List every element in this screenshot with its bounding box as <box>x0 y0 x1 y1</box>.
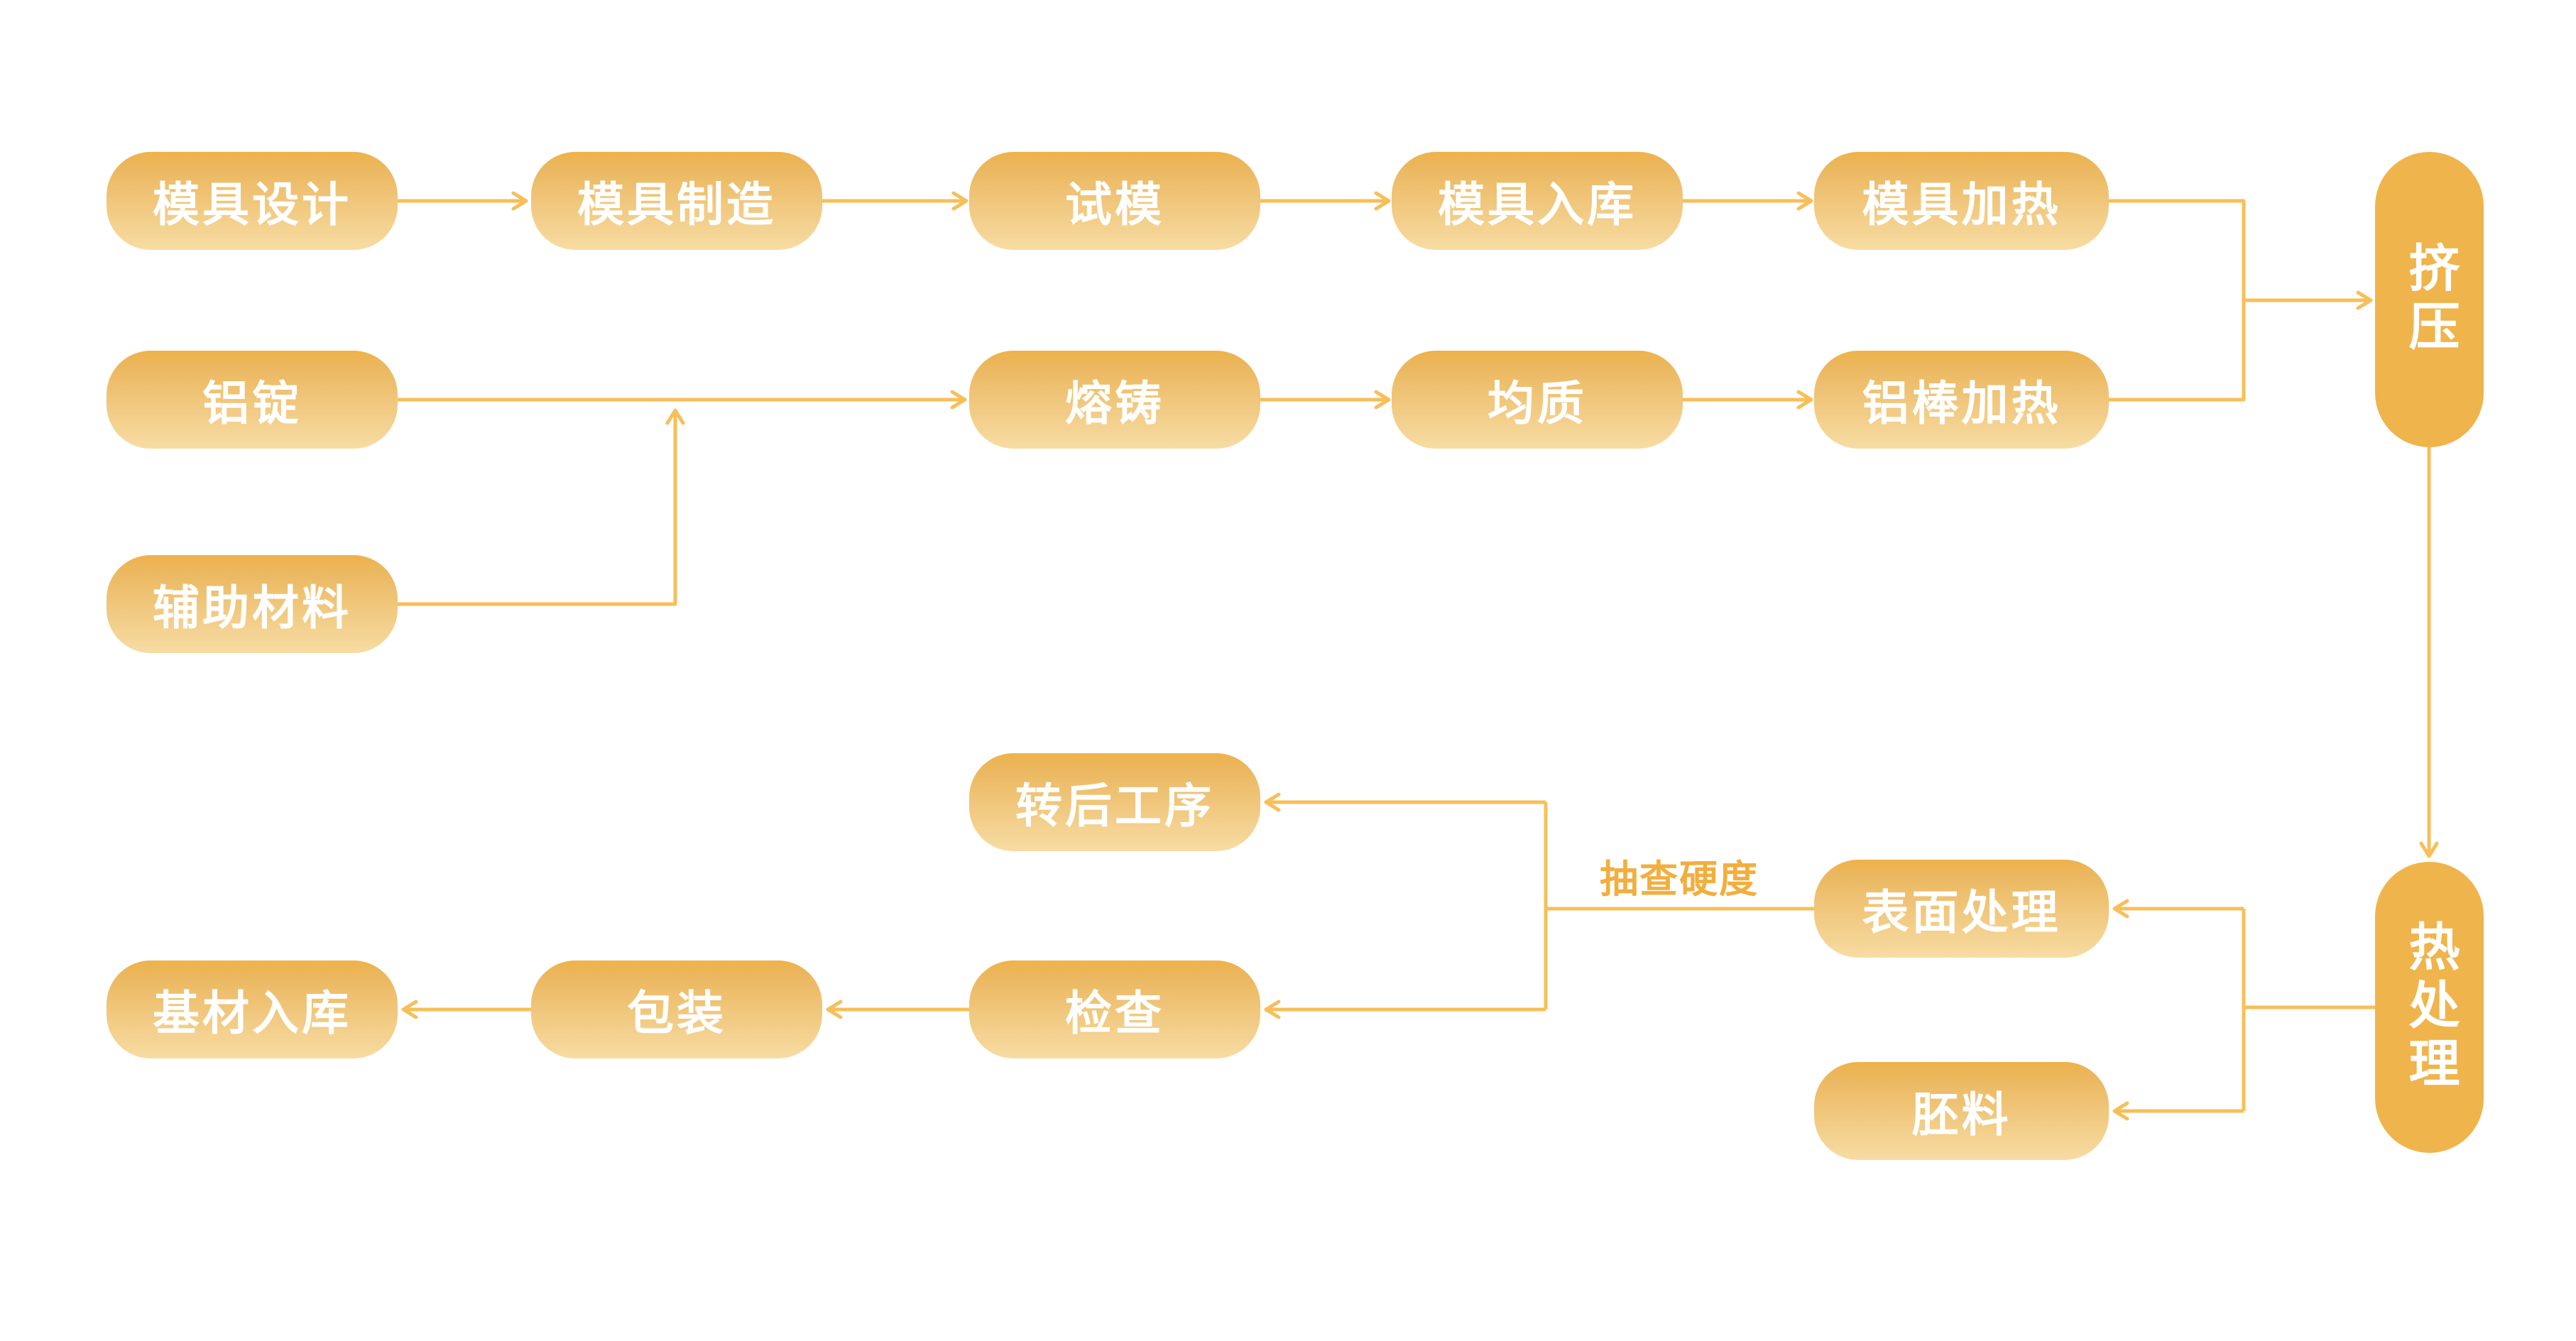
node-surface-treatment: 表面处理 <box>1814 860 2109 958</box>
node-extrusion: 挤压 <box>2375 152 2484 447</box>
node-mold-warehousing: 模具入库 <box>1392 152 1683 250</box>
node-mold-heating: 模具加热 <box>1814 152 2109 250</box>
node-auxiliary-materials: 辅助材料 <box>107 555 398 653</box>
node-aluminum-ingot: 铝锭 <box>107 351 398 449</box>
node-melting-casting: 熔铸 <box>969 351 1260 449</box>
node-inspection: 检查 <box>969 960 1260 1058</box>
node-packaging: 包装 <box>531 960 822 1058</box>
node-base-material-warehousing: 基材入库 <box>107 960 398 1058</box>
node-mold-design: 模具设计 <box>107 152 398 250</box>
node-aluminum-rod-heating: 铝棒加热 <box>1814 351 2109 449</box>
node-blank-material: 胚料 <box>1814 1062 2109 1160</box>
node-mold-manufacturing: 模具制造 <box>531 152 822 250</box>
edge-label-hardness-spot-check: 抽查硬度 <box>1600 858 1759 901</box>
node-mold-trial: 试模 <box>969 152 1260 250</box>
edge-heating-merge-junction <box>2109 199 2246 402</box>
node-heat-treatment: 热处理 <box>2375 862 2484 1153</box>
node-homogenizing: 均质 <box>1392 351 1683 449</box>
node-post-transfer-process: 转后工序 <box>969 753 1260 851</box>
edge-auxiliary-materials-to-melting-line <box>398 408 685 606</box>
